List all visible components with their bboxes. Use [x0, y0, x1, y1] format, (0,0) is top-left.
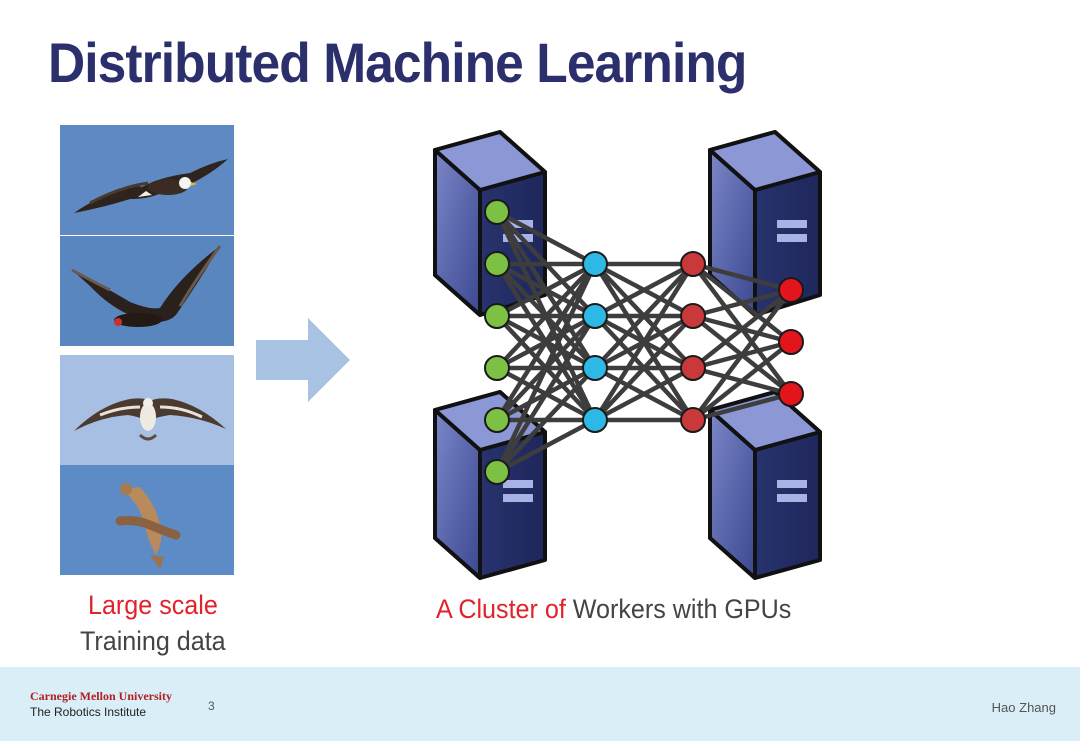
data-caption-training: Training data [80, 626, 226, 656]
bird-image-eagle [60, 125, 234, 235]
network-edge [691, 340, 793, 422]
cluster-caption-rest: Workers with GPUs [572, 594, 792, 624]
hidden-node-2 [680, 407, 706, 433]
arrow-right-icon [256, 318, 350, 402]
input-node [484, 459, 510, 485]
slide-footer [0, 667, 1080, 741]
network-edge [593, 366, 695, 422]
hidden-node-1 [582, 407, 608, 433]
network-edge [593, 262, 695, 370]
input-node [484, 303, 510, 329]
network-edge [495, 262, 597, 422]
page-number: 3 [208, 699, 215, 713]
input-node [484, 407, 510, 433]
cluster-caption-highlight: A Cluster of [436, 594, 566, 624]
neural-network-nodes [484, 199, 804, 485]
hidden-node-1 [582, 355, 608, 381]
hidden-node-2 [680, 251, 706, 277]
bird-image-hawk [60, 465, 234, 575]
hidden-node-1 [582, 251, 608, 277]
network-edge [495, 418, 597, 474]
output-node [778, 329, 804, 355]
output-node [778, 381, 804, 407]
input-node [484, 199, 510, 225]
network-edge [593, 262, 695, 318]
network-edge [692, 391, 792, 423]
slide-title: Distributed Machine Learning [48, 31, 747, 94]
server-bottom-right [708, 390, 822, 580]
data-caption-scale: Large scale [88, 590, 218, 620]
gpu-cluster-diagram [433, 130, 822, 580]
institution-logo-text: Carnegie Mellon University [30, 689, 172, 703]
network-edge [495, 210, 597, 266]
input-node [484, 355, 510, 381]
network-edge [692, 261, 792, 293]
hidden-node-2 [680, 303, 706, 329]
input-node [484, 251, 510, 277]
author-name: Hao Zhang [991, 700, 1056, 715]
server-top-left [433, 130, 547, 317]
network-edge [495, 262, 597, 318]
cluster-caption: A Cluster of Workers with GPUs [436, 594, 791, 625]
network-edge [495, 314, 597, 474]
network-edge [495, 262, 597, 370]
network-edge [494, 263, 598, 473]
training-images [60, 125, 234, 575]
server-top-right [708, 130, 822, 317]
network-edge [593, 314, 695, 422]
hidden-node-1 [582, 303, 608, 329]
neural-network-edges [494, 210, 793, 474]
output-node [778, 277, 804, 303]
bird-image-vulture [60, 236, 234, 346]
network-edge [692, 287, 792, 319]
bird-image-osprey [60, 355, 234, 465]
department-name: The Robotics Institute [30, 705, 147, 719]
network-edge [691, 288, 793, 370]
network-edge [691, 288, 793, 422]
network-edge [593, 262, 695, 422]
network-edge [495, 366, 597, 474]
hidden-node-2 [680, 355, 706, 381]
